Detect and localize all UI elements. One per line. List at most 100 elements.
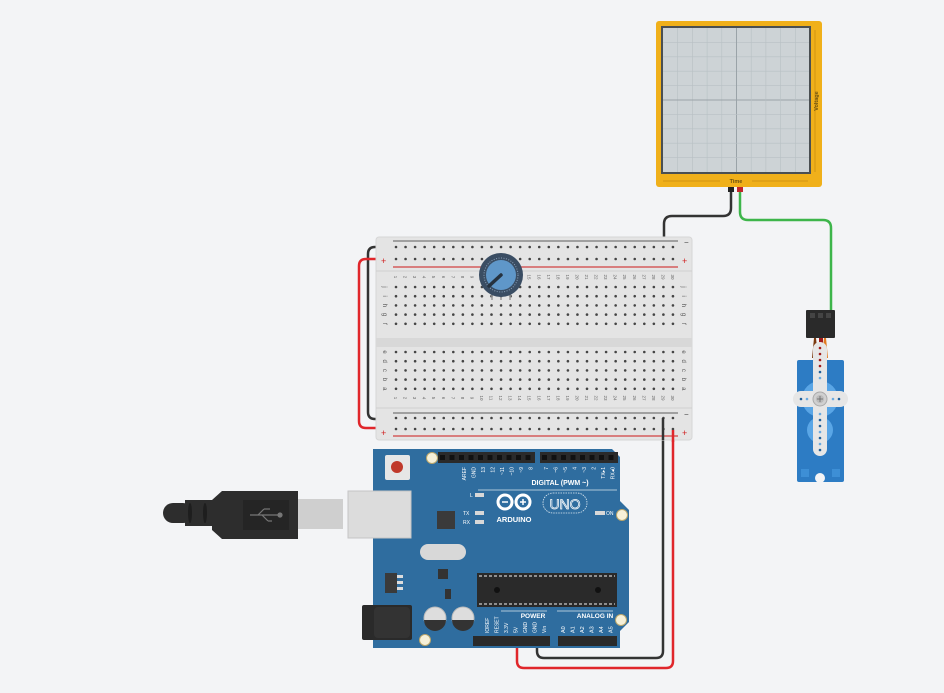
terminal-hole[interactable] [623, 359, 627, 363]
terminal-hole[interactable] [394, 378, 398, 381]
terminal-hole[interactable] [452, 369, 455, 372]
digital-header-right[interactable] [540, 452, 618, 463]
rail-hole[interactable] [394, 427, 398, 431]
terminal-hole[interactable] [652, 378, 656, 381]
terminal-hole[interactable] [413, 304, 417, 307]
terminal-hole[interactable] [490, 359, 493, 363]
rail-hole[interactable] [452, 245, 455, 249]
terminal-hole[interactable] [566, 369, 570, 372]
terminal-hole[interactable] [499, 378, 503, 381]
terminal-hole[interactable] [471, 350, 474, 354]
wire-rail-power-bridge[interactable] [357, 257, 392, 430]
terminal-hole[interactable] [394, 387, 398, 391]
terminal-hole[interactable] [566, 322, 570, 326]
terminal-hole[interactable] [537, 387, 541, 391]
terminal-hole[interactable] [490, 304, 493, 307]
terminal-hole[interactable] [452, 322, 455, 326]
terminal-hole[interactable] [595, 322, 598, 326]
terminal-hole[interactable] [518, 304, 522, 307]
terminal-hole[interactable] [652, 359, 656, 363]
terminal-hole[interactable] [662, 359, 665, 363]
rail-hole[interactable] [404, 427, 407, 431]
rail-hole[interactable] [537, 257, 541, 261]
terminal-hole[interactable] [404, 322, 407, 326]
oscilloscope-negative-terminal[interactable] [728, 187, 734, 192]
terminal-hole[interactable] [404, 359, 407, 363]
rail-hole[interactable] [480, 427, 484, 431]
rail-hole[interactable] [537, 416, 541, 420]
terminal-hole[interactable] [518, 387, 522, 391]
terminal-hole[interactable] [528, 322, 531, 326]
terminal-hole[interactable] [394, 285, 398, 289]
terminal-hole[interactable] [461, 378, 465, 381]
analog-header[interactable] [558, 636, 617, 646]
terminal-hole[interactable] [404, 304, 407, 307]
terminal-hole[interactable] [423, 350, 426, 354]
terminal-hole[interactable] [471, 322, 474, 326]
terminal-hole[interactable] [499, 322, 503, 326]
power-header[interactable] [473, 636, 550, 646]
rail-hole[interactable] [404, 257, 407, 261]
rail-hole[interactable] [643, 416, 646, 420]
terminal-hole[interactable] [566, 294, 570, 298]
rail-hole[interactable] [423, 416, 426, 420]
terminal-hole[interactable] [643, 359, 646, 363]
terminal-hole[interactable] [557, 304, 560, 307]
terminal-hole[interactable] [585, 369, 589, 372]
terminal-hole[interactable] [394, 369, 398, 372]
terminal-hole[interactable] [490, 387, 493, 391]
terminal-hole[interactable] [547, 313, 551, 316]
rail-hole[interactable] [461, 416, 465, 420]
terminal-hole[interactable] [662, 387, 665, 391]
terminal-hole[interactable] [432, 369, 436, 372]
terminal-hole[interactable] [662, 350, 665, 354]
rail-hole[interactable] [595, 427, 598, 431]
terminal-hole[interactable] [595, 350, 598, 354]
terminal-hole[interactable] [623, 294, 627, 298]
rail-hole[interactable] [518, 427, 522, 431]
rail-hole[interactable] [633, 245, 637, 249]
terminal-hole[interactable] [671, 313, 675, 316]
terminal-hole[interactable] [643, 350, 646, 354]
rail-hole[interactable] [480, 245, 484, 249]
rail-hole[interactable] [423, 427, 426, 431]
terminal-hole[interactable] [604, 313, 608, 316]
terminal-hole[interactable] [614, 313, 617, 316]
rail-hole[interactable] [566, 257, 570, 261]
terminal-hole[interactable] [537, 304, 541, 307]
terminal-hole[interactable] [442, 350, 446, 354]
terminal-hole[interactable] [404, 313, 407, 316]
terminal-hole[interactable] [442, 378, 446, 381]
terminal-hole[interactable] [537, 313, 541, 316]
terminal-hole[interactable] [585, 350, 589, 354]
rail-hole[interactable] [413, 416, 417, 420]
terminal-hole[interactable] [394, 359, 398, 363]
terminal-hole[interactable] [604, 359, 608, 363]
terminal-hole[interactable] [480, 322, 484, 326]
terminal-hole[interactable] [509, 322, 512, 326]
terminal-hole[interactable] [442, 313, 446, 316]
terminal-hole[interactable] [432, 359, 436, 363]
terminal-hole[interactable] [432, 304, 436, 307]
terminal-hole[interactable] [652, 304, 656, 307]
terminal-hole[interactable] [547, 350, 551, 354]
terminal-hole[interactable] [623, 387, 627, 391]
terminal-hole[interactable] [471, 387, 474, 391]
rail-hole[interactable] [623, 257, 627, 261]
terminal-hole[interactable] [413, 359, 417, 363]
rail-hole[interactable] [614, 257, 617, 261]
terminal-hole[interactable] [595, 378, 598, 381]
terminal-hole[interactable] [442, 294, 446, 298]
terminal-hole[interactable] [528, 387, 531, 391]
rail-hole[interactable] [633, 427, 637, 431]
rail-hole[interactable] [499, 245, 503, 249]
terminal-hole[interactable] [547, 294, 551, 298]
rail-hole[interactable] [528, 257, 531, 261]
terminal-hole[interactable] [461, 369, 465, 372]
terminal-hole[interactable] [633, 387, 637, 391]
terminal-hole[interactable] [662, 378, 665, 381]
terminal-hole[interactable] [461, 304, 465, 307]
wire-scope-signal[interactable] [738, 192, 833, 314]
terminal-hole[interactable] [623, 369, 627, 372]
rail-hole[interactable] [662, 245, 665, 249]
